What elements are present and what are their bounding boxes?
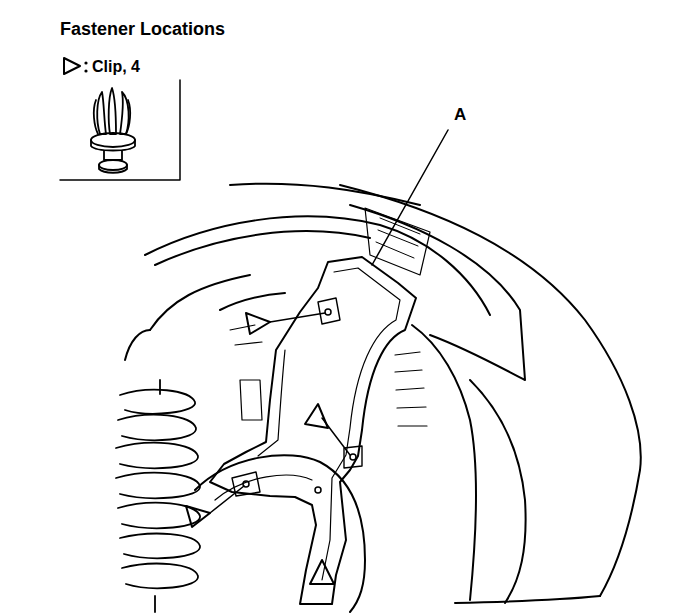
clip-icon bbox=[91, 88, 135, 173]
colon-dot bbox=[84, 69, 87, 72]
tire-arc bbox=[195, 455, 365, 612]
splash-shield bbox=[210, 257, 416, 604]
part-callout: A bbox=[452, 106, 468, 125]
colon-dot bbox=[84, 61, 87, 64]
coil-spring bbox=[116, 380, 200, 612]
legend-entry: Clip, 4 bbox=[92, 58, 140, 76]
leader-line bbox=[372, 130, 448, 265]
heading: Fastener Locations bbox=[60, 20, 225, 40]
legend-frame bbox=[60, 80, 180, 180]
clip-symbol bbox=[64, 58, 80, 74]
clip-marker bbox=[186, 313, 350, 584]
